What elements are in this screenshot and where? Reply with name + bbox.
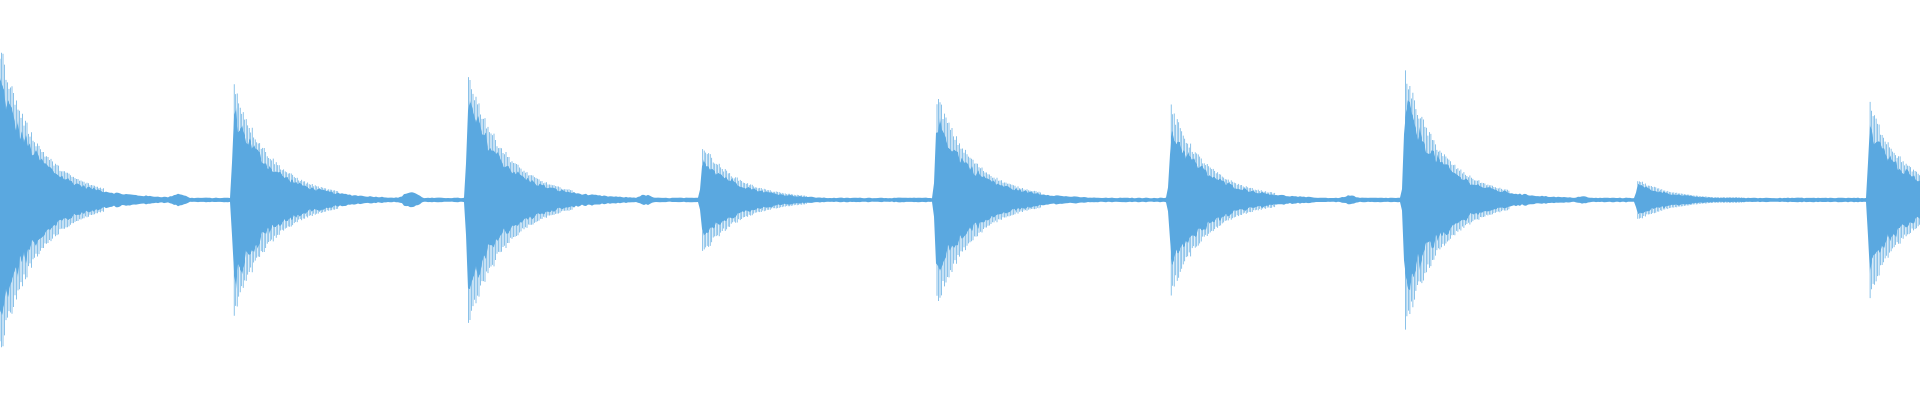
waveform-hit-3 [468,77,573,323]
waveform-hit-9 [1869,101,1920,299]
waveform-envelope [0,77,1920,316]
waveform-hit-7 [1405,70,1510,330]
waveform-hit-1 [0,52,104,348]
waveform-peaks [0,52,1920,348]
waveform-hit-2 [233,84,339,316]
waveform-hit-4 [702,149,807,251]
waveform-hit-8 [1637,181,1742,219]
waveform-hit-5 [936,99,1041,301]
waveform-hit-6 [1170,104,1276,296]
